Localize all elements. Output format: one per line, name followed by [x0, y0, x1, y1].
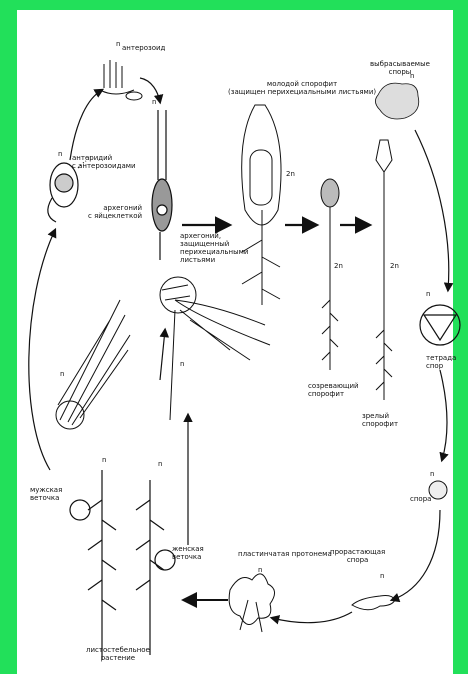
male-branch-leaves — [56, 300, 130, 429]
label-lp-line1: листостебельное — [86, 646, 150, 654]
ploidy-n-spores: n — [410, 72, 414, 80]
ploidy-n-male: n — [60, 370, 64, 378]
label-mb-line2: веточка — [30, 494, 62, 502]
label-mb-line1: мужская — [30, 486, 62, 494]
ploidy-n-germinating: n — [380, 572, 384, 580]
antherozoid-drawing — [100, 60, 142, 100]
label-antheridium: антеридий с антерозоидами — [72, 154, 136, 170]
label-tetrad-line1: тетрада — [426, 354, 456, 362]
leafy-plant-drawing — [70, 470, 175, 660]
ploidy-n-antherozoid: n — [116, 40, 120, 48]
label-ap-line2: защищенный — [180, 240, 248, 248]
label-archegonium-line2: с яйцеклеткой — [88, 212, 142, 220]
ploidy-n-spore: n — [430, 470, 434, 478]
arrow-tetrad-to-spore — [440, 370, 447, 460]
germinating-spore-drawing — [352, 596, 395, 610]
arrow-spore-to-germinating — [392, 510, 440, 600]
label-mts-line2: спорофит — [362, 420, 398, 428]
archegonium-drawing — [152, 110, 172, 260]
label-archegonium: архегоний с яйцеклеткой — [88, 204, 142, 220]
ploidy-2n-young: 2n — [286, 170, 295, 178]
arrow-antheridium-to-antherozoid — [70, 90, 102, 160]
label-leafy-plant: листостебельное растение — [86, 646, 150, 662]
ploidy-n-archegonium: n — [152, 98, 156, 106]
label-ms-line2: спорофит — [308, 390, 359, 398]
mature-sporophyte-drawing — [376, 140, 392, 400]
label-ys-line1: молодой спорофит — [228, 80, 376, 88]
label-gs-line1: прорастающая — [330, 548, 385, 556]
label-ys-line2: (защищен перихециальными листьями) — [228, 88, 376, 96]
young-sporophyte-drawing — [242, 105, 281, 305]
label-fb-line1: женская — [172, 545, 204, 553]
label-ap-line4: листьями — [180, 256, 248, 264]
label-ms-line1: созревающий — [308, 382, 359, 390]
label-released-spores: выбрасываемые споры — [370, 60, 430, 76]
label-antherozoid: антерозоид — [122, 44, 165, 52]
label-tetrad: тетрада спор — [426, 354, 456, 370]
ploidy-n-female: n — [158, 460, 162, 468]
spore-tetrad-drawing — [420, 305, 460, 345]
label-ap-line3: перихециальными — [180, 248, 248, 256]
arrow-germinating-to-protonema — [272, 612, 352, 623]
ploidy-2n-maturing: 2n — [334, 262, 343, 270]
ploidy-n-protonema: n — [258, 566, 262, 574]
label-lp-line2: растение — [86, 654, 150, 662]
label-antheridium-line2: с антерозоидами — [72, 162, 136, 170]
arrow-male-to-antheridium — [29, 230, 55, 470]
label-antheridium-line1: антеридий — [72, 154, 136, 162]
label-plate-protonema: пластинчатая протонема — [238, 550, 332, 558]
ploidy-n-antheridium: n — [58, 150, 62, 158]
maturing-sporophyte-drawing — [321, 179, 339, 370]
label-germinating-spore: прорастающая спора — [330, 548, 385, 564]
arrow-antherozoid-to-archegonium — [140, 78, 160, 102]
label-fb-line2: веточка — [172, 553, 204, 561]
label-rs-line2: споры — [370, 68, 430, 76]
label-young-sporophyte: молодой спорофит (защищен перихециальным… — [228, 80, 376, 96]
label-spore: спора — [410, 495, 431, 503]
label-archegonium-line1: архегоний — [88, 204, 142, 212]
label-tetrad-line2: спор — [426, 362, 456, 370]
label-female-branch: женская веточка — [172, 545, 204, 561]
female-shoot-leaves — [160, 277, 270, 420]
label-mts-line1: зрелый — [362, 412, 398, 420]
label-rs-line1: выбрасываемые — [370, 60, 430, 68]
label-maturing-sporophyte: созревающий спорофит — [308, 382, 359, 398]
released-spores-drawing — [375, 83, 418, 119]
ploidy-2n-mature: 2n — [390, 262, 399, 270]
label-gs-line2: спора — [330, 556, 385, 564]
label-male-branch: мужская веточка — [30, 486, 62, 502]
ploidy-n-tetrad: n — [426, 290, 430, 298]
spore-drawing — [429, 481, 447, 499]
label-archegonium-protected: архегоний, защищенный перихециальными ли… — [180, 232, 248, 264]
ploidy-n-shoot: n — [180, 360, 184, 368]
ploidy-n-plant: n — [102, 456, 106, 464]
arrow-plant-to-shoot — [160, 330, 165, 380]
protonema-drawing — [229, 574, 274, 632]
label-mature-sporophyte: зрелый спорофит — [362, 412, 398, 428]
label-ap-line1: архегоний, — [180, 232, 248, 240]
arrow-spores-to-tetrad — [415, 130, 449, 290]
